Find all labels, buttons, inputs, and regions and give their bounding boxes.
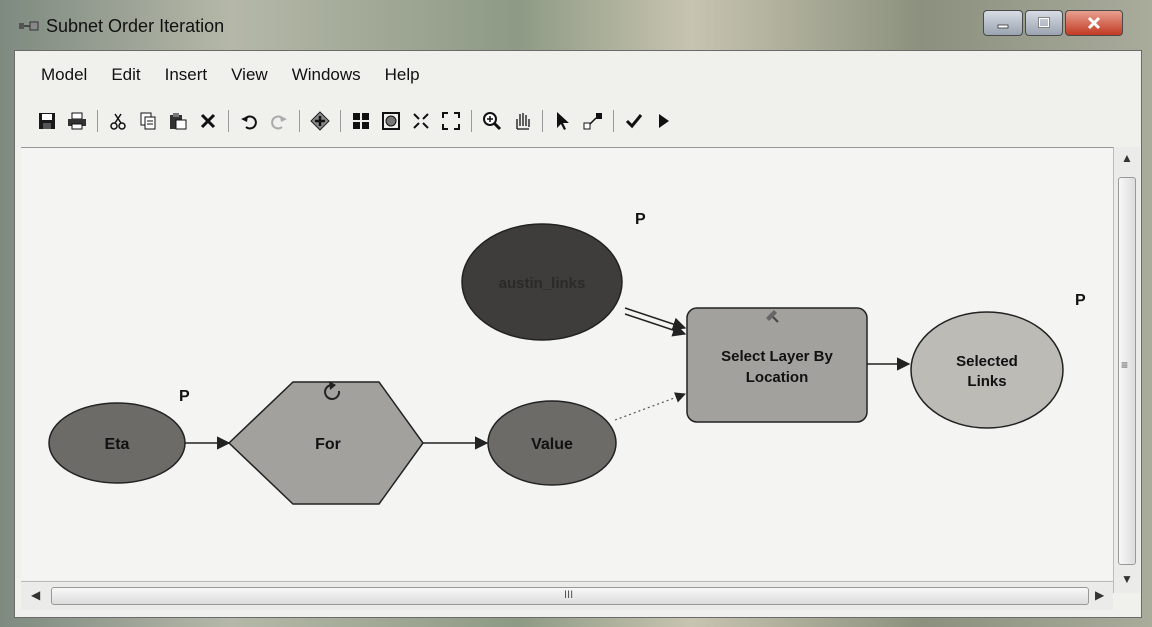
toolbar-separator	[228, 110, 229, 132]
add-data-icon	[310, 111, 330, 131]
full-extent-button[interactable]	[379, 108, 403, 134]
toolbar-separator	[97, 110, 98, 132]
scroll-right-icon[interactable]: ▶	[1095, 588, 1105, 602]
iterate-icon	[324, 381, 341, 400]
close-icon	[1087, 16, 1101, 30]
scroll-down-icon[interactable]: ▼	[1121, 572, 1133, 586]
node-input-links-label: austin_links	[499, 275, 586, 292]
copy-icon	[140, 112, 156, 130]
zoom-button[interactable]	[480, 108, 504, 134]
connector-links-select-b[interactable]	[624, 313, 687, 337]
node-for-label: For	[315, 436, 341, 453]
toolbar-separator	[613, 110, 614, 132]
node-eta-label: Eta	[105, 436, 130, 453]
window-title: Subnet Order Iteration	[46, 16, 225, 36]
select-button[interactable]	[551, 108, 575, 134]
horizontal-scroll-thumb[interactable]: III	[51, 587, 1089, 605]
connect-icon	[583, 113, 602, 130]
paste-icon	[170, 113, 187, 130]
model-builder-client: Model Edit Insert View Windows Help	[14, 50, 1142, 618]
zoom-out-fixed-button[interactable]	[439, 108, 463, 134]
model-diagram: Eta P For Value	[48, 211, 1086, 505]
parameter-marker-eta: P	[179, 388, 190, 405]
node-value[interactable]: Value	[487, 400, 617, 486]
print-button[interactable]	[65, 108, 89, 134]
scroll-up-icon[interactable]: ▲	[1121, 151, 1133, 165]
full-extent-icon	[382, 112, 400, 130]
validate-button[interactable]	[622, 108, 646, 134]
run-button[interactable]	[652, 108, 676, 134]
horizontal-thumb-grip: III	[564, 589, 574, 601]
hammer-icon	[766, 310, 779, 323]
menu-insert[interactable]: Insert	[164, 65, 208, 84]
cut-icon	[110, 113, 126, 130]
save-button[interactable]	[35, 108, 59, 134]
toolbar-separator	[299, 110, 300, 132]
maximize-icon	[1038, 17, 1050, 28]
node-value-label: Value	[531, 436, 573, 453]
delete-button[interactable]	[196, 108, 220, 134]
zoom-in-fixed-button[interactable]	[409, 108, 433, 134]
print-icon	[68, 112, 86, 130]
menu-view[interactable]: View	[231, 65, 268, 84]
vertical-scrollbar[interactable]: ▲ ≡ ▼	[1113, 147, 1140, 593]
minimize-icon	[997, 24, 1009, 29]
model-builder-icon	[19, 21, 39, 31]
redo-button[interactable]	[267, 108, 291, 134]
toolbar	[35, 105, 682, 137]
add-data-button[interactable]	[308, 108, 332, 134]
validate-icon	[625, 114, 643, 129]
toolbar-separator	[542, 110, 543, 132]
node-select-layer-by-location[interactable]: Select Layer By Location	[686, 307, 868, 423]
node-select-label-line2: Location	[746, 369, 809, 386]
window-controls	[983, 10, 1125, 40]
diagram-canvas[interactable]: Eta P For Value	[21, 147, 1113, 580]
copy-button[interactable]	[136, 108, 160, 134]
connect-button[interactable]	[581, 108, 605, 134]
cut-button[interactable]	[106, 108, 130, 134]
vertical-thumb-grip: ≡	[1121, 358, 1129, 372]
zoom-in-fixed-icon	[413, 113, 429, 129]
parameter-marker-output: P	[1075, 292, 1086, 309]
redo-icon	[271, 115, 287, 130]
pan-button[interactable]	[510, 108, 534, 134]
close-button[interactable]	[1065, 10, 1123, 36]
node-eta[interactable]: Eta	[48, 402, 186, 484]
minimize-button[interactable]	[983, 10, 1023, 36]
zoom-out-fixed-icon	[442, 112, 460, 130]
undo-button[interactable]	[237, 108, 261, 134]
menu-model[interactable]: Model	[41, 65, 88, 84]
menu-windows[interactable]: Windows	[291, 65, 361, 84]
parameter-marker-links: P	[635, 211, 646, 228]
pan-icon	[516, 113, 530, 130]
auto-layout-button[interactable]	[349, 108, 373, 134]
node-selected-links[interactable]: Selected Links	[910, 311, 1064, 429]
node-for-iterator[interactable]: For	[227, 381, 424, 505]
connector-value-select[interactable]	[614, 392, 687, 421]
save-icon	[39, 113, 55, 129]
menu-help[interactable]: Help	[384, 65, 420, 84]
undo-icon	[241, 115, 257, 130]
scroll-left-icon[interactable]: ◀	[31, 588, 41, 602]
menu-bar: Model Edit Insert View Windows Help	[15, 63, 432, 87]
toolbar-separator	[340, 110, 341, 132]
auto-layout-icon	[353, 113, 369, 129]
maximize-button[interactable]	[1025, 10, 1063, 36]
zoom-icon	[483, 112, 502, 131]
menu-edit[interactable]: Edit	[111, 65, 141, 84]
connector-links-select-a[interactable]	[624, 307, 687, 331]
title-bar[interactable]: Subnet Order Iteration	[0, 0, 1152, 50]
toolbar-separator	[471, 110, 472, 132]
delete-icon	[200, 113, 216, 129]
select-icon	[557, 112, 569, 130]
node-select-label-line1: Select Layer By	[721, 348, 833, 365]
horizontal-scrollbar[interactable]: ◀ III ▶	[21, 581, 1113, 610]
node-selected-label-line1: Selected	[956, 353, 1018, 370]
run-icon	[659, 114, 669, 128]
node-selected-label-line2: Links	[967, 373, 1006, 390]
vertical-scroll-thumb[interactable]: ≡	[1118, 177, 1136, 565]
node-input-links[interactable]: austin_links	[461, 223, 623, 341]
paste-button[interactable]	[166, 108, 190, 134]
